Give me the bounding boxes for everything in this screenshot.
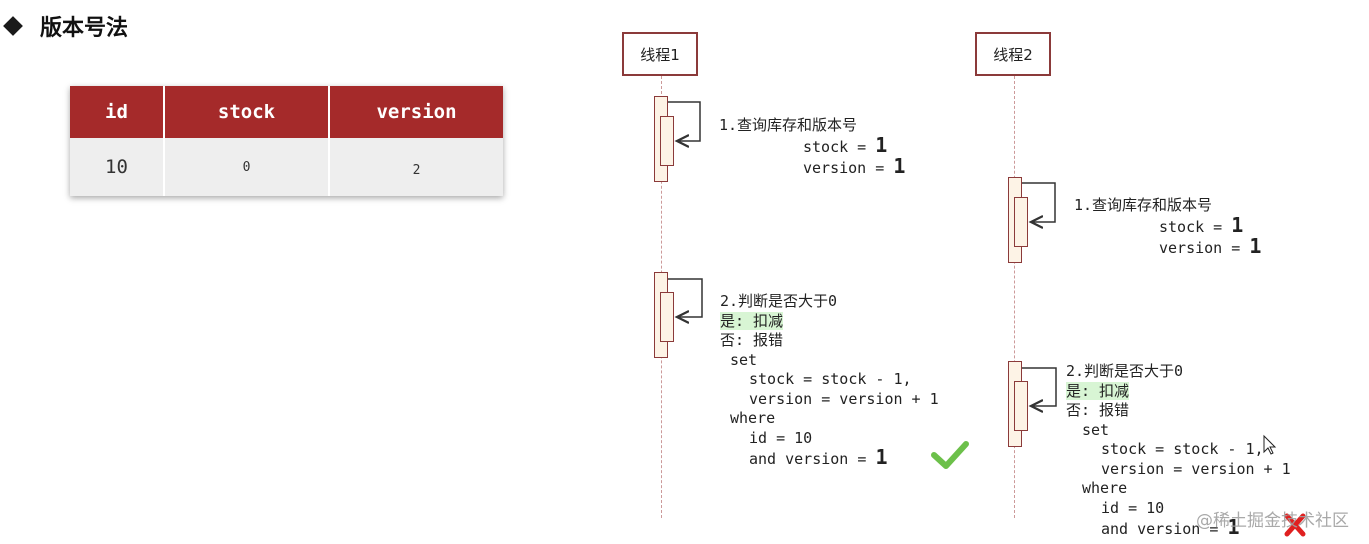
page-title: 版本号法 xyxy=(40,16,129,41)
table-row: 10 0 2 xyxy=(70,138,503,196)
column-header-version: version xyxy=(329,86,503,138)
thread2-query-note: 1.查询库存和版本号 stock = 1 version = 1 xyxy=(1074,196,1261,259)
t2-check-no: 否: 报错 xyxy=(1066,401,1130,419)
t1-check-no: 否: 报错 xyxy=(720,331,784,349)
t2-query-step: 1.查询库存和版本号 xyxy=(1074,196,1213,214)
thread1-activation-check-inner xyxy=(660,292,674,342)
t1-query-stock-label: stock = xyxy=(803,137,876,156)
t1-query-version-label: version = xyxy=(803,159,894,177)
t2-query-version-label: version = xyxy=(1159,239,1250,257)
thread1-check-note: 2.判断是否大于0 是: 扣减 否: 报错 set stock = stock … xyxy=(720,292,939,470)
cross-icon xyxy=(1284,513,1306,537)
thread1-query-note: 1.查询库存和版本号 stock = 1 version = 1 xyxy=(719,116,905,179)
t2-check-line-and: and version = xyxy=(1101,520,1228,538)
t1-check-line-version: version = version + 1 xyxy=(749,389,939,408)
thread1-label: 线程1 xyxy=(640,45,680,64)
t2-query-stock-label: stock = xyxy=(1159,217,1232,236)
t1-check-set: set xyxy=(730,350,758,369)
t2-check-set: set xyxy=(1082,420,1110,439)
t1-query-stock-value: 1 xyxy=(875,132,888,157)
t2-query-stock-value: 1 xyxy=(1231,212,1244,237)
check-icon xyxy=(931,441,969,469)
t2-check-line-stock: stock = stock - 1, xyxy=(1101,440,1264,458)
cell-stock: 0 xyxy=(164,138,330,196)
thread1-box: 线程1 xyxy=(622,32,698,76)
t1-check-yes: 是: 扣减 xyxy=(720,311,784,330)
column-header-id: id xyxy=(70,86,165,138)
thread1-self-call-arrow-2 xyxy=(668,278,703,317)
t1-check-and-value: 1 xyxy=(875,445,888,469)
thread2-self-call-arrow-2 xyxy=(1022,367,1057,406)
t1-check-where: where xyxy=(730,409,776,427)
mouse-cursor-icon xyxy=(1263,434,1277,455)
t1-check-line-stock: stock = stock - 1, xyxy=(749,370,912,388)
table-header-row: id stock version xyxy=(70,86,503,138)
t2-check-where: where xyxy=(1082,479,1128,497)
data-table: id stock version 10 0 2 xyxy=(70,86,503,196)
t1-query-step: 1.查询库存和版本号 xyxy=(719,116,858,134)
t2-check-step: 2.判断是否大于0 xyxy=(1066,362,1184,380)
thread2-check-note: 2.判断是否大于0 是: 扣减 否: 报错 set stock = stock … xyxy=(1066,362,1291,540)
thread2-activation-check-inner xyxy=(1014,381,1028,431)
t1-check-step: 2.判断是否大于0 xyxy=(720,292,838,310)
thread2-activation-query-inner xyxy=(1014,197,1028,247)
t2-check-line-id: id = 10 xyxy=(1101,498,1165,517)
t1-check-line-and: and version = xyxy=(749,450,876,468)
section-title: 版本号法 xyxy=(2,10,128,42)
cell-version: 2 xyxy=(329,138,503,196)
thread2-box: 线程2 xyxy=(975,32,1051,76)
thread2-label: 线程2 xyxy=(993,45,1033,64)
column-header-stock: stock xyxy=(164,86,330,138)
thread2-self-call-arrow-1 xyxy=(1022,182,1056,222)
thread1-self-call-arrow-1 xyxy=(668,101,701,141)
t2-check-yes: 是: 扣减 xyxy=(1066,381,1130,400)
watermark: @稀土掘金技术社区 xyxy=(1196,511,1349,531)
thread2-lifeline xyxy=(1014,76,1015,518)
t2-query-version-value: 1 xyxy=(1249,234,1262,258)
t1-query-version-value: 1 xyxy=(893,154,906,178)
thread1-activation-query-inner xyxy=(660,116,674,166)
t2-check-line-version: version = version + 1 xyxy=(1101,459,1291,478)
t2-check-and-value: 1 xyxy=(1227,515,1240,539)
cell-id: 10 xyxy=(70,138,165,196)
t1-check-line-id: id = 10 xyxy=(749,428,813,447)
